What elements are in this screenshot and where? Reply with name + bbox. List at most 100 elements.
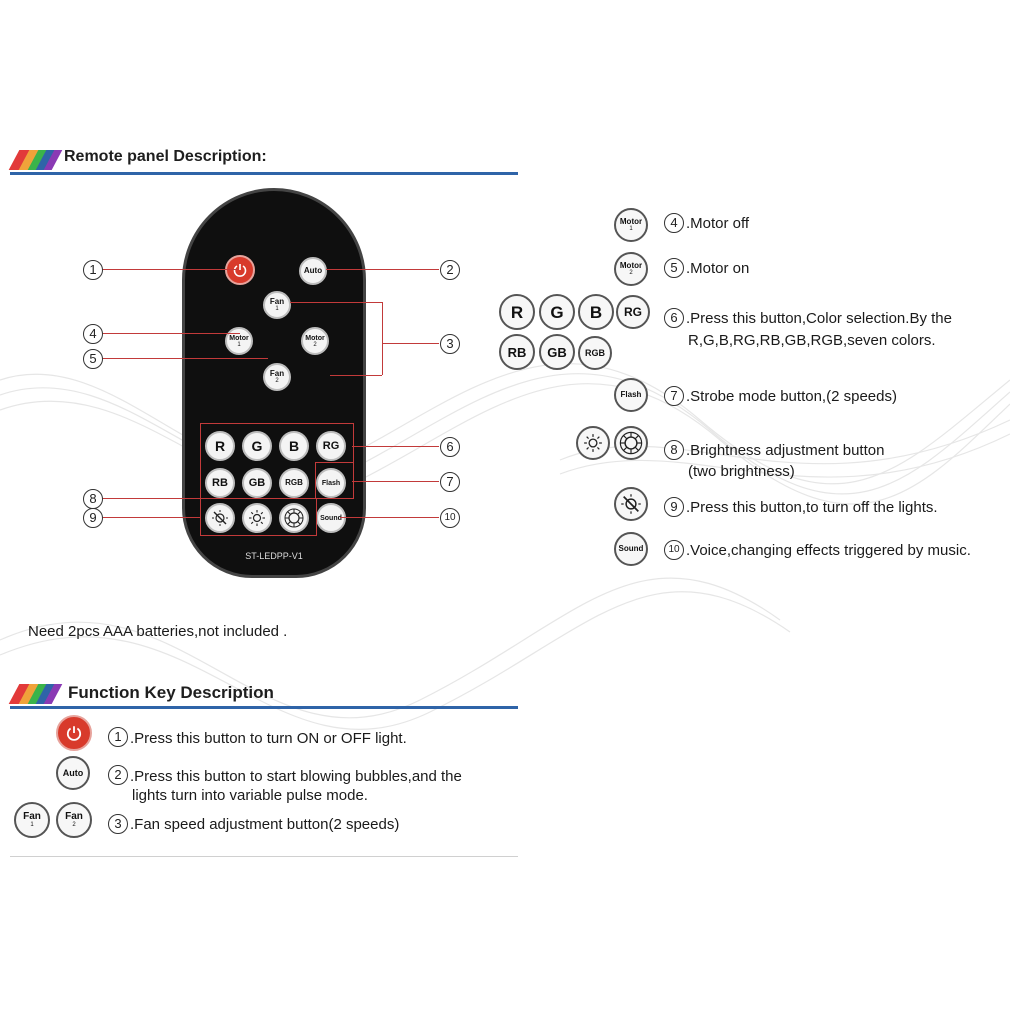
header-rule [10, 172, 518, 175]
item-number-8: 8 [664, 440, 684, 460]
rg-icon-button: RG [616, 295, 650, 329]
callout-number-10: 10 [440, 508, 460, 528]
function-item-1-text: .Press this button to turn ON or OFF lig… [130, 730, 407, 747]
lights-off-icon-button [614, 487, 648, 521]
flash-icon-button: Flash [614, 378, 648, 412]
callout-line-5 [102, 358, 268, 359]
function-item-2-text-line2: lights turn into variable pulse mode. [132, 787, 368, 804]
color-selection-text-line2: R,G,B,RG,RB,GB,RGB,seven colors. [688, 332, 936, 349]
function-item-2-text-line1: .Press this button to start blowing bubb… [130, 768, 462, 785]
item-number-6: 6 [664, 308, 684, 328]
function-number-3: 3 [108, 814, 128, 834]
function-number-1: 1 [108, 727, 128, 747]
power-button[interactable] [225, 255, 255, 285]
r-button[interactable]: R [205, 431, 235, 461]
callout-number-3: 3 [440, 334, 460, 354]
brightness-low-icon [249, 510, 265, 526]
rg-button[interactable]: RG [316, 431, 346, 461]
callout-bracket-3 [382, 302, 383, 375]
power-icon-button [56, 715, 92, 751]
color-selection-text-line1: .Press this button,Color selection.By th… [686, 310, 952, 327]
callout-line-7 [352, 481, 439, 482]
g-icon-button: G [539, 294, 575, 330]
brightness-text-line1: .Brightness adjustment button [686, 442, 885, 459]
function-key-title: Function Key Description [68, 683, 274, 702]
lights-off-text: .Press this button,to turn off the light… [686, 499, 938, 516]
motor-off-text: .Motor off [686, 215, 750, 232]
header-rule-2 [10, 706, 518, 709]
lights-off-icon [621, 494, 641, 514]
item-number-5: 5 [664, 258, 684, 278]
brightness-high-icon-button [614, 426, 648, 460]
brightness-low-icon [584, 434, 602, 452]
item-number-4: 4 [664, 213, 684, 233]
power-icon [233, 264, 247, 277]
b-icon-button: B [578, 294, 614, 330]
flash-button[interactable]: Flash [316, 468, 346, 498]
power-icon [66, 726, 82, 741]
flash-button-outline [315, 462, 354, 499]
rb-button[interactable]: RB [205, 468, 235, 498]
callout-line-3b [330, 375, 382, 376]
auto-icon-button: Auto [56, 756, 90, 790]
callout-number-7: 7 [440, 472, 460, 492]
item-number-7: 7 [664, 386, 684, 406]
callout-number-2: 2 [440, 260, 460, 280]
callout-number-6: 6 [440, 437, 460, 457]
lights-off-button[interactable] [205, 503, 235, 533]
callout-line-2 [326, 269, 439, 270]
motor-on-text: .Motor on [686, 260, 750, 277]
sound-icon-button: Sound [614, 532, 648, 566]
callout-line-9 [102, 517, 200, 518]
voice-text: .Voice,changing effects triggered by mus… [686, 542, 971, 559]
g-button[interactable]: G [242, 431, 272, 461]
function-item-3-text: .Fan speed adjustment button(2 speeds) [130, 816, 400, 833]
rgb-icon-button: RGB [578, 336, 612, 370]
brightness-low-button[interactable] [242, 503, 272, 533]
auto-button[interactable]: Auto [299, 257, 327, 285]
callout-line-6 [352, 446, 439, 447]
strobe-text: .Strobe mode button,(2 speeds) [686, 388, 897, 405]
callout-line-4 [102, 333, 240, 334]
rb-icon-button: RB [499, 334, 535, 370]
callout-number-1: 1 [83, 260, 103, 280]
item-number-10: 10 [664, 540, 684, 560]
brightness-high-button[interactable] [279, 503, 309, 533]
brightness-low-icon-button [576, 426, 610, 460]
callout-line-1 [102, 269, 238, 270]
item-number-9: 9 [664, 497, 684, 517]
callout-number-9: 9 [83, 508, 103, 528]
callout-number-8: 8 [83, 489, 103, 509]
gb-icon-button: GB [539, 334, 575, 370]
callout-line-3a [290, 302, 382, 303]
sound-button[interactable]: Sound [316, 503, 346, 533]
gb-button[interactable]: GB [242, 468, 272, 498]
rgb-button[interactable]: RGB [279, 468, 309, 498]
brightness-high-icon [284, 508, 304, 528]
brightness-text-line2: (two brightness) [688, 463, 795, 480]
footer-rule [10, 856, 518, 857]
callout-line-8 [102, 498, 200, 499]
b-button[interactable]: B [279, 431, 309, 461]
lights-off-icon [212, 510, 228, 526]
callout-number-4: 4 [83, 324, 103, 344]
model-label: ST-LEDPP-V1 [245, 551, 303, 561]
remote-panel-title: Remote panel Description: [64, 148, 267, 165]
callout-line-10 [340, 517, 439, 518]
brightness-high-icon [619, 431, 643, 455]
callout-line-3c [382, 343, 439, 344]
function-number-2: 2 [108, 765, 128, 785]
r-icon-button: R [499, 294, 535, 330]
battery-note: Need 2pcs AAA batteries,not included . [28, 623, 288, 640]
brightness-buttons-outline [200, 498, 317, 536]
